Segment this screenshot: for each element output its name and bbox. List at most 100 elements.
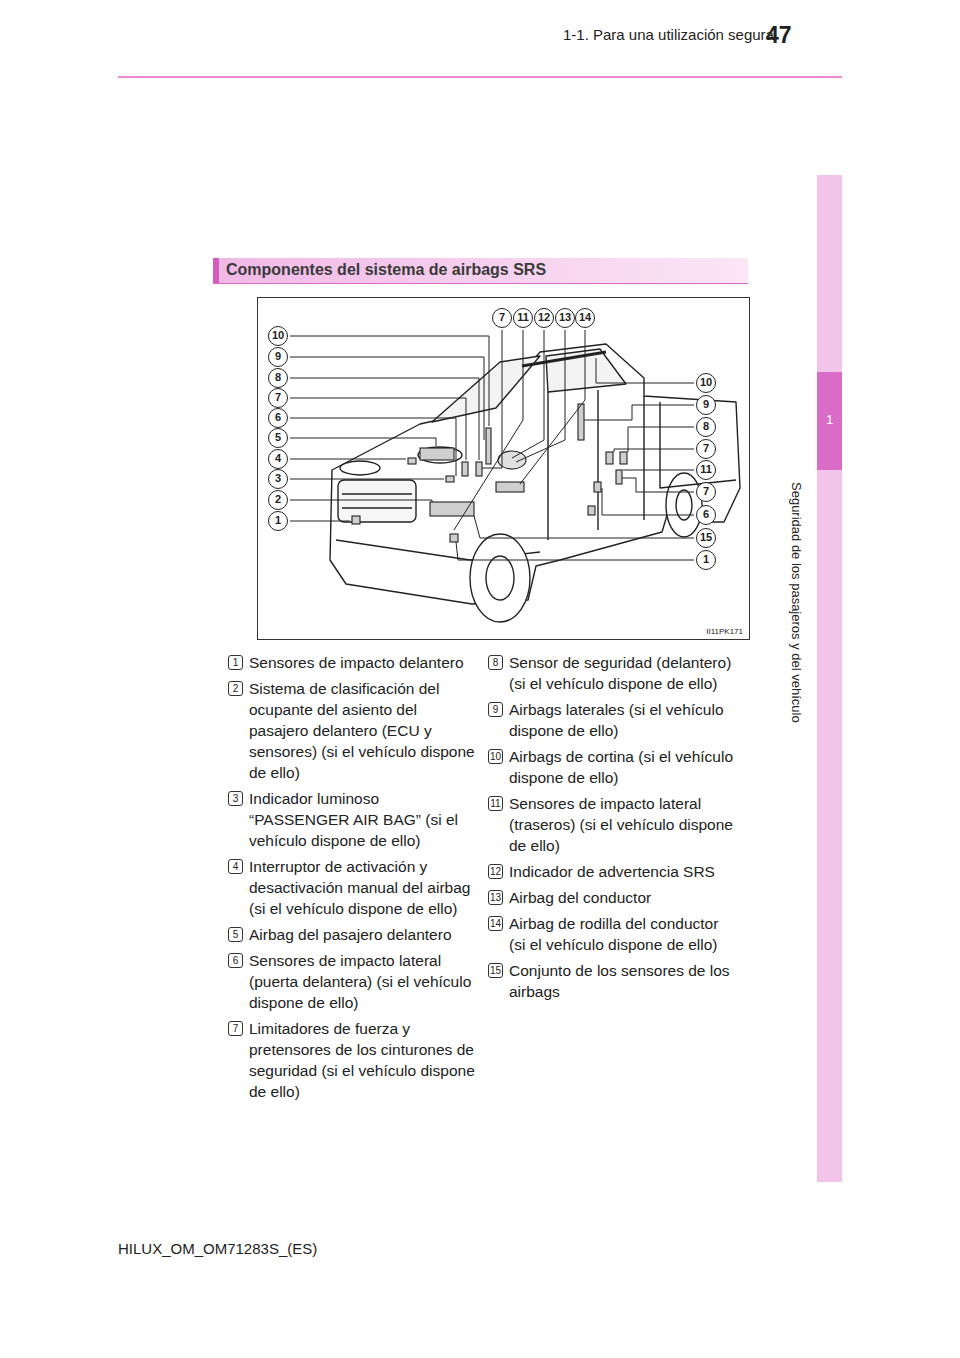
figure-frame: II11PK171 — [257, 297, 750, 640]
page-decoration — [118, 77, 842, 1182]
item-number: 4 — [228, 859, 243, 874]
callout-number: 6 — [696, 505, 716, 525]
legend-column: 1 Sensores de impacto delantero 2Sistema d… — [228, 652, 480, 1107]
callout-number: 2 — [268, 490, 288, 510]
list-item: 9 Airbags laterales (si el vehículo dispo… — [488, 699, 740, 741]
item-number: 10 — [488, 749, 503, 764]
item-text: Airbag del conductor — [509, 887, 737, 908]
figure-code: II11PK171 — [706, 627, 743, 636]
callout-number: 3 — [268, 469, 288, 489]
item-number: 11 — [488, 796, 503, 811]
drawing-polyline — [290, 418, 456, 476]
item-text: Airbags laterales (si el vehículo dispon… — [509, 699, 737, 741]
callout-number: 8 — [268, 368, 288, 388]
list-item: 13 Airbag del conductor — [488, 887, 740, 908]
drawing-line — [118, 76, 842, 78]
item-text: Airbags de cortina (si el vehículo dispo… — [509, 746, 737, 788]
item-number: 5 — [228, 927, 243, 942]
drawing-polyline — [596, 358, 694, 383]
drawing-rect — [817, 175, 842, 1182]
item-text: Sensores de impacto delantero — [249, 652, 477, 673]
item-text: Sensores de impacto lateral (puerta dela… — [249, 950, 477, 1013]
item-text: Sistema de clasificación del ocupante de… — [249, 678, 477, 783]
chapter-tab-number: 1 — [826, 412, 833, 427]
drawing-polyline — [290, 459, 406, 460]
item-text: Airbag del pasajero delantero — [249, 924, 477, 945]
drawing-polyline — [290, 398, 466, 460]
list-item: 4 Interruptor de activación y desactivaci… — [228, 856, 480, 919]
drawing-rect — [578, 404, 584, 440]
callout-number: 1 — [696, 550, 716, 570]
callout-number: 8 — [696, 417, 716, 437]
drawing-polyline — [512, 330, 544, 458]
drawing-rect — [588, 506, 595, 515]
item-text: Sensor de seguridad (delantero) (si el v… — [509, 652, 737, 694]
item-number: 8 — [488, 655, 503, 670]
item-number: 13 — [488, 890, 503, 905]
drawing-path — [597, 390, 598, 530]
drawing-rect — [620, 452, 627, 464]
drawing-ellipse — [418, 447, 462, 463]
page-number: 47 — [766, 22, 792, 49]
drawing-path — [547, 392, 548, 540]
drawing-polyline — [474, 516, 694, 538]
drawing-polyline — [602, 488, 694, 515]
drawing-path — [330, 344, 740, 604]
item-text: Limitadores de fuerza y pretensores de l… — [249, 1018, 477, 1102]
list-item: 11 Sensores de impacto lateral (traseros)… — [488, 793, 740, 856]
item-number: 3 — [228, 791, 243, 806]
drawing-rect — [213, 258, 748, 283]
callout-number: 13 — [555, 308, 575, 328]
drawing-rect — [352, 516, 360, 524]
drawing-ellipse — [486, 556, 514, 600]
drawing-rect — [606, 452, 613, 464]
list-item: 10 Airbags de cortina (si el vehículo dis… — [488, 746, 740, 788]
item-text: Indicador luminoso “PASSENGER AIR BAG” (… — [249, 788, 477, 851]
callout-number: 7 — [696, 482, 716, 502]
drawing-path — [660, 402, 736, 488]
item-text: Sensores de impacto lateral (traseros) (… — [509, 793, 737, 856]
drawing-line — [213, 283, 748, 284]
drawing-rect — [408, 458, 416, 464]
drawing-line — [342, 507, 412, 508]
drawing-line — [342, 493, 412, 494]
callout-number: 11 — [696, 460, 716, 480]
leader-lines — [290, 330, 694, 560]
callout-number: 14 — [575, 308, 595, 328]
item-text: Conjunto de los sensores de los airbags — [509, 960, 737, 1002]
list-item: 5 Airbag del pasajero delantero — [228, 924, 480, 945]
callout-number: 10 — [696, 373, 716, 393]
chapter-tab-title: Seguridad de los pasajeros y del vehícul… — [789, 482, 804, 723]
drawing-polyline — [290, 479, 444, 480]
callout-number: 7 — [268, 388, 288, 408]
item-number: 12 — [488, 864, 503, 879]
list-item: 12Indicador de advertencia SRS — [488, 861, 740, 882]
truck-illustration — [330, 344, 740, 622]
list-item: 3 Indicador luminoso “PASSENGER AIR BAG” … — [228, 788, 480, 851]
drawing-polyline — [520, 330, 585, 484]
callout-number: 9 — [696, 395, 716, 415]
drawing-rect — [476, 462, 482, 476]
drawing-ellipse — [340, 461, 380, 475]
callout-number: 4 — [268, 449, 288, 469]
drawing-rect — [462, 462, 468, 476]
list-item: 2Sistema de clasificación del ocupante d… — [228, 678, 480, 783]
callout-number: 7 — [492, 308, 512, 328]
drawing-rect — [616, 470, 622, 484]
item-number: 1 — [228, 655, 243, 670]
item-number: 9 — [488, 702, 503, 717]
drawing-rect — [486, 428, 491, 464]
item-text: Airbag de rodilla del conductor (si el v… — [509, 913, 737, 955]
item-text: Interruptor de activación y desactivació… — [249, 856, 477, 919]
drawing-ellipse — [470, 534, 530, 622]
drawing-path — [643, 396, 644, 520]
callout-number: 6 — [268, 408, 288, 428]
drawing-polyline — [290, 438, 436, 446]
drawing-polyline — [628, 427, 694, 452]
callout-number: 12 — [534, 308, 554, 328]
callout-number: 7 — [696, 439, 716, 459]
drawing-polyline — [516, 330, 565, 462]
drawing-polyline — [290, 336, 489, 426]
drawing-polyline — [623, 470, 694, 471]
legend-column: 8 Sensor de seguridad (delantero) (si el … — [488, 652, 740, 1007]
